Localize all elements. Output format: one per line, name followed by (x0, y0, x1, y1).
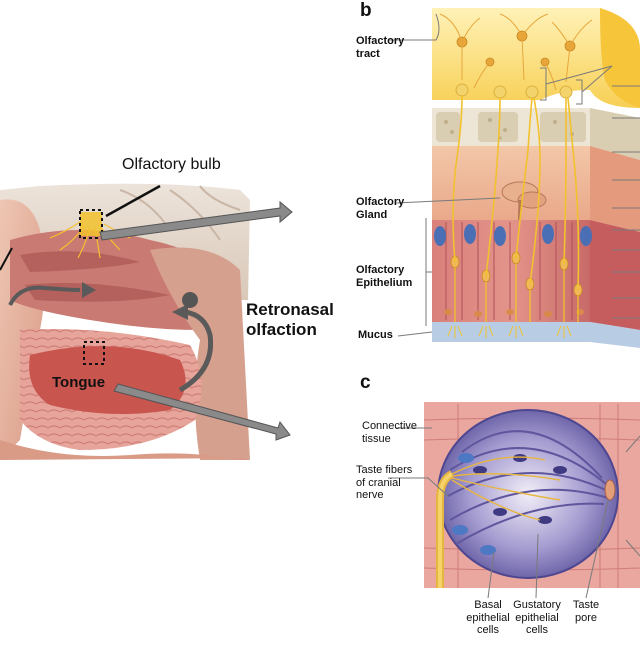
left-edge-pointer-line (0, 247, 13, 271)
olfactory-gland-label: Olfactory Gland (356, 196, 404, 221)
retronasal-arrow (178, 309, 214, 393)
eustachian-opening (182, 292, 198, 308)
panel-b-letter: b (360, 0, 372, 21)
retronasal-olfaction-label: Retronasal olfaction (246, 300, 334, 339)
panel-b-olfactory-section (388, 8, 640, 348)
basal-cells-label: Basal epithelial cells (463, 599, 513, 637)
connective-tissue-label: Connective tissue (362, 420, 417, 445)
taste-fibers-line-1: Taste fibers (356, 464, 413, 476)
tongue-highlight-box (83, 341, 105, 365)
gustatory-cells-label: Gustatory epithelial cells (508, 599, 566, 637)
orthonasal-arrow (8, 285, 81, 306)
taste-fibers-line-3: nerve (356, 489, 384, 502)
arrow-to-panel-b (99, 200, 293, 241)
olfactory-tract-line-1: Olfactory (356, 35, 405, 47)
olfactory-bulb-label: Olfactory bulb (122, 156, 221, 173)
connective-tissue-line-1: Connective (362, 420, 418, 432)
panel-link-arrows (99, 200, 293, 441)
basal-cells-line-2: epithelial (466, 611, 510, 624)
olfactory-epithelium-line-2: Epithelium (356, 276, 413, 289)
panel-c-taste-bud-section (388, 402, 640, 599)
olfactory-epithelium-label: Olfactory Epithelium (356, 264, 412, 289)
taste-pore (604, 479, 616, 501)
taste-fibers-line-2: of cranial (356, 476, 401, 489)
olfactory-bulb-highlight-box (79, 209, 103, 239)
olfactory-tract-line-2: tract (356, 47, 380, 60)
olfactory-gland-line-1: Olfactory (356, 196, 405, 208)
gustatory-cells-line-1: Gustatory (513, 599, 561, 611)
olfactory-tract-label: Olfactory tract (356, 35, 404, 60)
gustatory-cells-line-3: cells (525, 624, 548, 637)
olfactory-epithelium-line-1: Olfactory (356, 264, 405, 276)
olfactory-bulb-pointer-line (105, 184, 161, 218)
tongue-label: Tongue (52, 374, 106, 391)
taste-fibers-label: Taste fibers of cranial nerve (356, 464, 412, 502)
arrow-to-panel-c (113, 383, 291, 441)
olfactory-gland-line-2: Gland (356, 208, 388, 221)
basal-cells-line-3: cells (476, 624, 499, 637)
retronasal-line-1: Retronasal (246, 300, 334, 319)
taste-pore-label: Taste pore (566, 599, 606, 624)
basal-cells-line-1: Basal (474, 599, 502, 611)
panel-a-head-section (0, 183, 250, 460)
connective-tissue-line-2: tissue (362, 432, 391, 445)
mucus-label: Mucus (358, 329, 393, 341)
taste-pore-line-1: Taste (572, 599, 600, 611)
taste-pore-line-2: pore (574, 611, 598, 624)
mucus-layer (432, 322, 640, 348)
gustatory-cells-line-2: epithelial (515, 611, 559, 624)
retronasal-line-2: olfaction (246, 319, 317, 339)
panel-c-letter: c (360, 372, 371, 393)
